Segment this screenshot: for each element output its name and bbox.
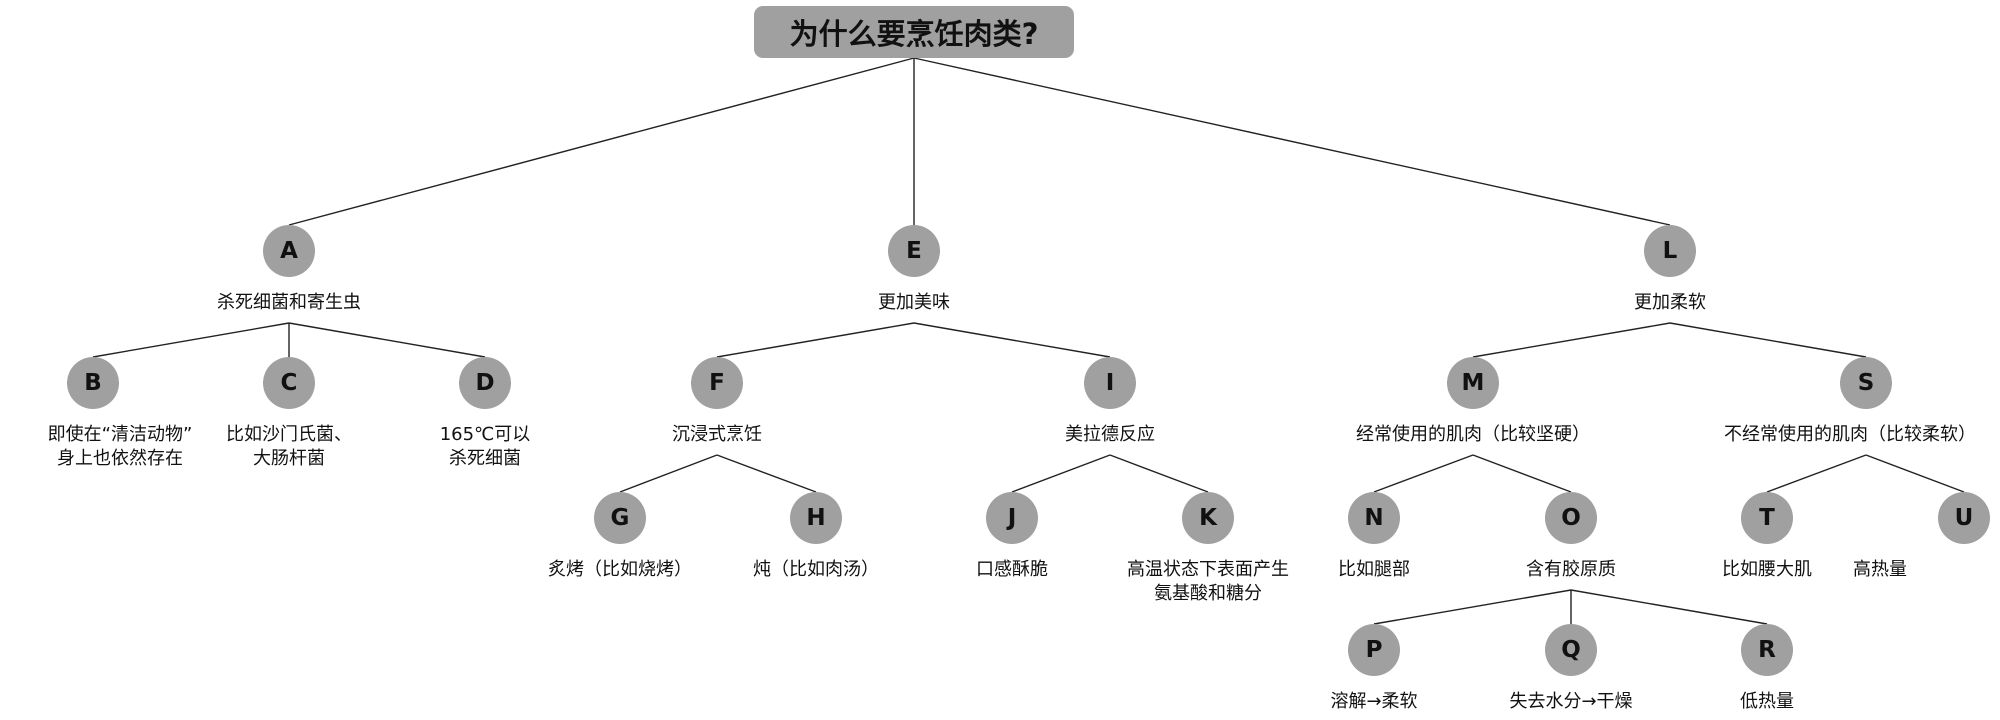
tree-edges bbox=[92, 57, 1965, 625]
node-s-circle: S bbox=[1840, 357, 1892, 409]
node-m-label: 经常使用的肌肉（比较坚硬） bbox=[1356, 424, 1590, 445]
node-i-circle: I bbox=[1084, 357, 1136, 409]
edge-S-U bbox=[1865, 454, 1965, 493]
node-h-circle: H bbox=[790, 492, 842, 544]
node-e-circle: E bbox=[888, 225, 940, 277]
edge-I-K bbox=[1109, 454, 1209, 493]
edge-A-B bbox=[92, 322, 290, 358]
node-r-label: 低热量 bbox=[1740, 691, 1794, 712]
node-n-circle: N bbox=[1348, 492, 1400, 544]
edge-L-M bbox=[1472, 322, 1671, 358]
node-n-label: 比如腿部 bbox=[1338, 559, 1410, 580]
node-u-circle: U bbox=[1938, 492, 1990, 544]
edge-E-I bbox=[913, 322, 1111, 358]
node-d-circle: D bbox=[459, 357, 511, 409]
node-c-label: 比如沙门氏菌、 大肠杆菌 bbox=[226, 424, 352, 469]
edge-M-O bbox=[1472, 454, 1572, 493]
edge-M-N bbox=[1373, 454, 1474, 493]
edge-root-A bbox=[288, 57, 915, 226]
root-title: 为什么要烹饪肉类? bbox=[754, 6, 1074, 58]
node-b-circle: B bbox=[67, 357, 119, 409]
edge-F-G bbox=[619, 454, 718, 493]
node-b-label: 即使在“清洁动物” 身上也依然存在 bbox=[47, 424, 193, 469]
edge-L-S bbox=[1669, 322, 1867, 358]
node-q-circle: Q bbox=[1545, 624, 1597, 676]
edge-root-L bbox=[913, 57, 1671, 226]
edge-A-D bbox=[288, 322, 486, 358]
node-p-circle: P bbox=[1348, 624, 1400, 676]
node-o-circle: O bbox=[1545, 492, 1597, 544]
node-q-label: 失去水分→干燥 bbox=[1509, 691, 1633, 712]
edge-S-T bbox=[1766, 454, 1867, 493]
node-k-label: 高温状态下表面产生 氨基酸和糖分 bbox=[1127, 559, 1289, 604]
node-r-circle: R bbox=[1741, 624, 1793, 676]
edge-O-P bbox=[1373, 589, 1572, 625]
edge-I-J bbox=[1011, 454, 1111, 493]
node-t-circle: T bbox=[1741, 492, 1793, 544]
edge-O-R bbox=[1570, 589, 1768, 625]
edge-F-H bbox=[716, 454, 817, 493]
node-e-label: 更加美味 bbox=[878, 292, 950, 313]
node-l-circle: L bbox=[1644, 225, 1696, 277]
node-c-circle: C bbox=[263, 357, 315, 409]
node-l-label: 更加柔软 bbox=[1634, 292, 1706, 313]
node-d-label: 165℃可以 杀死细菌 bbox=[439, 424, 531, 469]
node-f-circle: F bbox=[691, 357, 743, 409]
node-h-label: 炖（比如肉汤） bbox=[753, 559, 879, 580]
edge-E-F bbox=[716, 322, 915, 358]
node-i-label: 美拉德反应 bbox=[1065, 424, 1155, 445]
node-j-circle: J bbox=[986, 492, 1038, 544]
node-p-label: 溶解→柔软 bbox=[1330, 691, 1418, 712]
node-k-circle: K bbox=[1182, 492, 1234, 544]
node-g-label: 炙烤（比如烧烤） bbox=[548, 559, 692, 580]
node-m-circle: M bbox=[1447, 357, 1499, 409]
node-f-label: 沉浸式烹饪 bbox=[672, 424, 762, 445]
node-a-circle: A bbox=[263, 225, 315, 277]
node-j-label: 口感酥脆 bbox=[976, 559, 1048, 580]
node-t-label: 比如腰大肌 bbox=[1722, 559, 1812, 580]
node-g-circle: G bbox=[594, 492, 646, 544]
node-u-label: 高热量 bbox=[1853, 559, 1907, 580]
node-a-label: 杀死细菌和寄生虫 bbox=[217, 292, 361, 313]
node-o-label: 含有胶原质 bbox=[1526, 559, 1616, 580]
node-s-label: 不经常使用的肌肉（比较柔软） bbox=[1724, 424, 1976, 445]
